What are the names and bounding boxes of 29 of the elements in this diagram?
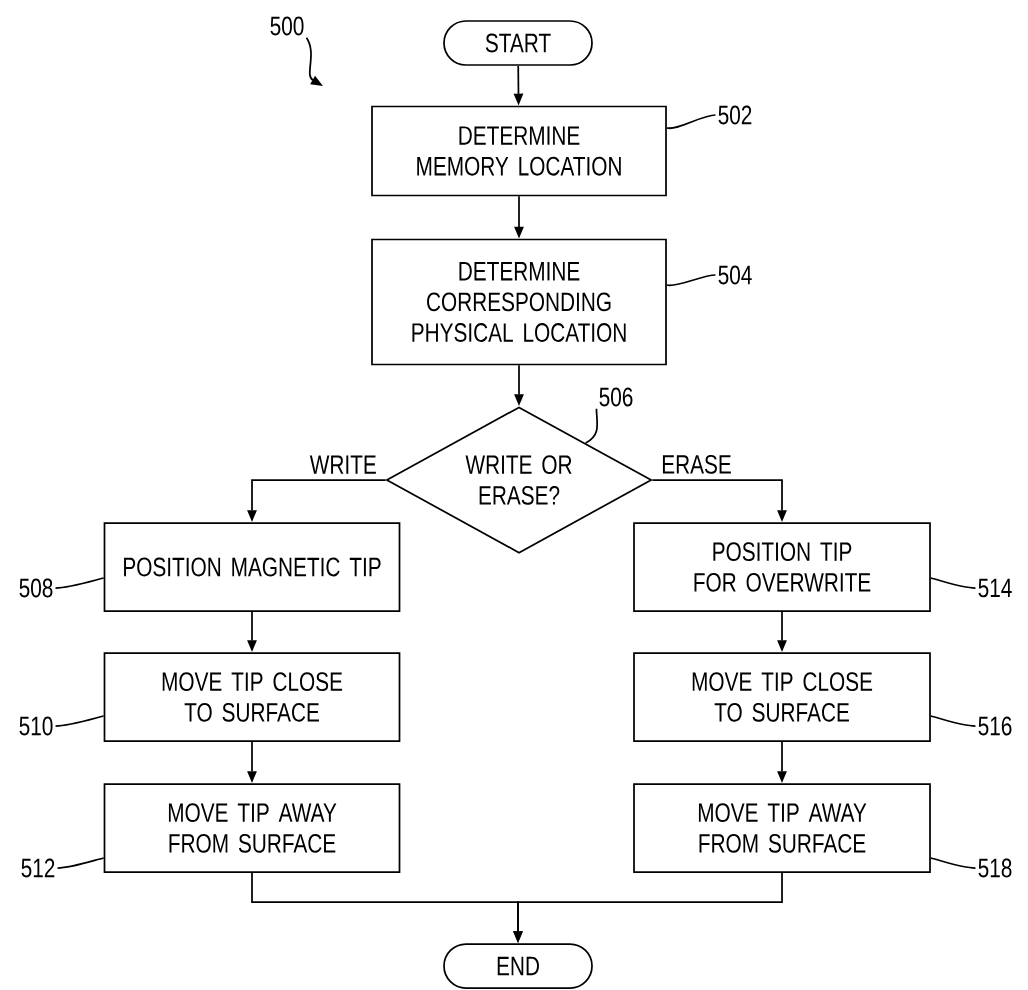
leader-line: [666, 274, 717, 287]
process-box: POSITION MAGNETIC TIP: [103, 522, 401, 612]
leader-line: [930, 715, 977, 727]
leader-line: [666, 114, 717, 130]
leader-line: [56, 857, 105, 869]
leader-line: [584, 407, 599, 444]
reference-numeral: 516: [978, 716, 1012, 736]
reference-numeral: 506: [599, 387, 633, 407]
edge-label: ERASE: [658, 452, 735, 477]
reference-numeral: 518: [978, 858, 1012, 878]
reference-numeral: 510: [19, 716, 53, 736]
process-box: POSITION TIP FOR OVERWRITE: [633, 522, 931, 612]
reference-numeral: 508: [19, 578, 53, 598]
process-box: MOVE TIP CLOSE TO SURFACE: [633, 652, 931, 742]
leader-line: [54, 715, 105, 727]
edge-label: WRITE: [307, 452, 380, 477]
process-box: MOVE TIP AWAY FROM SURFACE: [103, 783, 401, 873]
leader-line: [930, 577, 977, 589]
process-box: DETERMINE MEMORY LOCATION: [371, 105, 667, 197]
process-box: MOVE TIP CLOSE TO SURFACE: [103, 652, 401, 742]
reference-numeral: 512: [21, 858, 55, 878]
leader-line: [54, 577, 105, 589]
reference-numeral: 504: [718, 265, 752, 285]
reference-numeral: 502: [718, 105, 752, 125]
leader-line: [930, 857, 977, 869]
reference-numeral: 500: [270, 16, 304, 36]
process-box: MOVE TIP AWAY FROM SURFACE: [633, 783, 931, 873]
process-box: DETERMINE CORRESPONDING PHYSICAL LOCATION: [371, 238, 667, 366]
reference-numeral: 514: [978, 578, 1012, 598]
